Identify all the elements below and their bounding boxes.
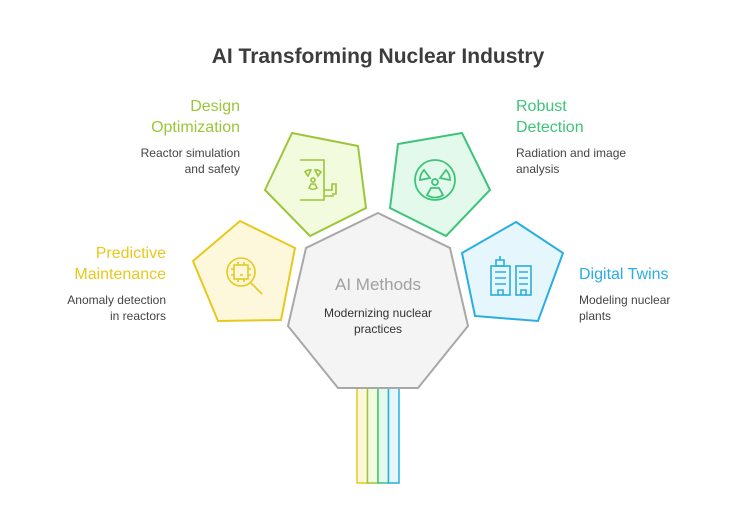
center-description: Modernizing nuclear practices bbox=[288, 305, 468, 337]
predictive-maintenance-item: Predictive Maintenance Anomaly detection… bbox=[67, 243, 166, 324]
item-description: analysis bbox=[516, 162, 560, 176]
item-description: in reactors bbox=[109, 309, 166, 323]
chip-search-icon bbox=[226, 257, 263, 295]
center-label: AI Methods bbox=[335, 275, 421, 294]
stem-lime bbox=[366, 385, 379, 484]
item-description: Modeling nuclear bbox=[579, 293, 671, 307]
design-optimization-item: Design Optimization Reactor simulation a… bbox=[141, 96, 240, 177]
buildings-icon bbox=[490, 256, 532, 296]
stem-green bbox=[377, 385, 390, 484]
item-title: Robust bbox=[516, 98, 567, 115]
pentagon-robust bbox=[388, 131, 492, 238]
page-title: AI Transforming Nuclear Industry bbox=[211, 45, 545, 68]
item-description: Radiation and image bbox=[516, 146, 627, 160]
center-description-line: Modernizing nuclear bbox=[323, 306, 433, 320]
stem-yellow bbox=[356, 385, 369, 484]
item-title: Maintenance bbox=[74, 266, 166, 283]
center-description-line: practices bbox=[353, 322, 403, 336]
item-description: Anomaly detection bbox=[67, 293, 166, 307]
reactor-building-icon bbox=[300, 159, 337, 201]
item-description: Reactor simulation bbox=[140, 146, 240, 160]
digital-twins-item: Digital Twins Modeling nuclear plants bbox=[579, 264, 670, 324]
item-title: Optimization bbox=[151, 119, 240, 136]
radiation-icon bbox=[414, 159, 456, 201]
item-title: Design bbox=[190, 98, 240, 115]
pentagon-predictive bbox=[191, 219, 297, 323]
item-description: plants bbox=[579, 309, 612, 323]
item-description: and safety bbox=[184, 162, 240, 176]
pentagon-digital bbox=[460, 220, 565, 323]
item-title: Predictive bbox=[95, 245, 166, 262]
robust-detection-item: Robust Detection Radiation and image ana… bbox=[516, 96, 626, 177]
item-title: Detection bbox=[516, 119, 584, 136]
item-title: Digital Twins bbox=[579, 266, 669, 283]
center-heptagon bbox=[286, 211, 470, 389]
stem-blue bbox=[387, 385, 400, 484]
